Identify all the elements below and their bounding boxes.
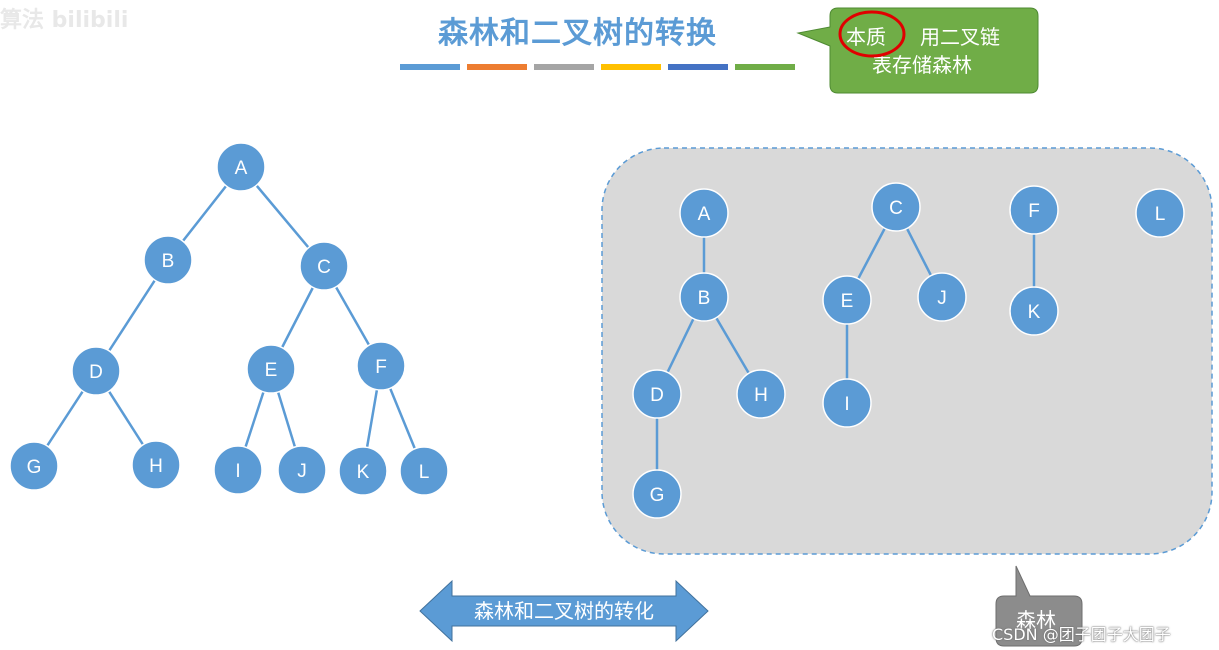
forest-tree-1-node-C-label: C [889, 198, 903, 219]
binary-tree-node-H: H [131, 440, 181, 490]
forest-tree-1-node-E: E [822, 275, 872, 325]
forest-tree-0-node-A-label: A [698, 204, 711, 225]
forest-tree-3-node-L-circle [1135, 188, 1185, 238]
binary-tree-node-K-label: K [357, 462, 370, 483]
binary-tree-node-K-circle [338, 446, 388, 496]
binary-tree-node-L-label: L [419, 462, 430, 483]
binary-tree-node-K: K [338, 446, 388, 496]
forest-callout: 森林 [995, 565, 1083, 647]
binary-tree-node-A: A [216, 142, 266, 192]
binary-tree-node-D-label: D [89, 362, 103, 383]
forest-tree-2-node-K: K [1009, 286, 1059, 336]
binary-tree-node-I-label: I [235, 461, 240, 482]
double-arrow-label: 森林和二叉树的转化 [474, 599, 654, 623]
binary-tree-node-A-circle [216, 142, 266, 192]
forest-tree-1-node-I: I [822, 378, 872, 428]
title-bar-2 [534, 64, 594, 70]
title-underline-bars [400, 64, 795, 70]
binary-tree-node-L: L [399, 446, 449, 496]
title-bar-4 [668, 64, 728, 70]
forest-callout-label: 森林 [1016, 608, 1056, 632]
forest-tree-0-node-B-circle [679, 272, 729, 322]
forest-tree-1-node-I-label: I [844, 394, 849, 415]
binary-tree-node-L-circle [399, 446, 449, 496]
forest-tree-0-node-G-circle [632, 469, 682, 519]
forest-tree-2-node-F-label: F [1028, 201, 1040, 222]
binary-tree-node-D-circle [71, 346, 121, 396]
binary-tree-node-J: J [277, 445, 327, 495]
callout-line2: 表存储森林 [872, 53, 972, 77]
forest-tree-3-node-L: L [1135, 188, 1185, 238]
title-bar-5 [735, 64, 795, 70]
forest-tree-1-node-E-circle [822, 275, 872, 325]
essence-callout: 本质 用二叉链 表存储森林 [796, 7, 1039, 94]
binary-tree-node-F: F [356, 341, 406, 391]
forest-container [601, 147, 1213, 555]
forest-tree-0-node-G: G [632, 469, 682, 519]
binary-tree-node-E-label: E [265, 360, 278, 381]
binary-tree-node-B-circle [143, 235, 193, 285]
forest-tree-0-node-D-circle [632, 369, 682, 419]
binary-tree-node-E: E [246, 344, 296, 394]
forest-tree-0-node-D-label: D [650, 385, 664, 406]
binary-tree-node-C-circle [299, 241, 349, 291]
forest-tree-1-node-J-circle [917, 272, 967, 322]
forest-tree-0-node-A-circle [679, 188, 729, 238]
binary-tree-node-B-label: B [162, 251, 175, 272]
forest-tree-1-node-C-circle [871, 182, 921, 232]
binary-tree-node-C-label: C [317, 257, 331, 278]
binary-tree-node-H-label: H [149, 456, 163, 477]
forest-tree-3-node-L-label: L [1155, 204, 1166, 225]
double-arrow: 森林和二叉树的转化 [419, 579, 709, 643]
binary-tree-node-D: D [71, 346, 121, 396]
forest-tree-0-node-B-label: B [698, 288, 711, 309]
forest-tree-0-node-A: A [679, 188, 729, 238]
forest-tree-1-node-I-circle [822, 378, 872, 428]
page-title: 森林和二叉树的转换 [438, 16, 717, 51]
forest-tree-0-node-H: H [736, 369, 786, 419]
binary-tree-node-F-circle [356, 341, 406, 391]
forest-tree-0-node-D: D [632, 369, 682, 419]
forest-tree-1-node-C: C [871, 182, 921, 232]
forest-tree-0-node-B: B [679, 272, 729, 322]
title-bar-3 [601, 64, 661, 70]
binary-tree-node-H-circle [131, 440, 181, 490]
title-bar-0 [400, 64, 460, 70]
watermark-top: 算法 bilibili [0, 8, 129, 33]
binary-tree-node-F-label: F [375, 357, 387, 378]
forest-tree-0-node-H-circle [736, 369, 786, 419]
title-bar-1 [467, 64, 527, 70]
binary-tree-node-C: C [299, 241, 349, 291]
binary-tree-node-G-circle [9, 441, 59, 491]
binary-tree-node-A-label: A [235, 158, 248, 179]
binary-tree-node-I-circle [213, 445, 263, 495]
forest-tree-1-node-J: J [917, 272, 967, 322]
binary-tree-node-E-circle [246, 344, 296, 394]
forest-tree-2-node-F: F [1009, 185, 1059, 235]
binary-tree-node-I: I [213, 445, 263, 495]
callout-line1: 用二叉链 [920, 25, 1000, 49]
red-circle-annotation [838, 10, 906, 58]
binary-tree-node-J-circle [277, 445, 327, 495]
forest-tree-0-node-H-label: H [754, 385, 768, 406]
forest-tree-2-node-K-label: K [1028, 302, 1041, 323]
binary-tree-node-B: B [143, 235, 193, 285]
forest-tree-2-node-F-circle [1009, 185, 1059, 235]
callout-keyword: 本质 [846, 25, 886, 49]
play-icon [1164, 582, 1212, 630]
forest-tree-1-node-J-label: J [937, 288, 947, 309]
csdn-watermark: CSDN @团子团子大团子 [992, 625, 1171, 644]
forest-tree-2-node-K-circle [1009, 286, 1059, 336]
forest-tree-0-node-G-label: G [650, 485, 665, 506]
binary-tree-node-G: G [9, 441, 59, 491]
binary-tree-node-G-label: G [27, 457, 42, 478]
forest-tree-1-node-E-label: E [841, 291, 854, 312]
binary-tree-node-J-label: J [297, 461, 307, 482]
